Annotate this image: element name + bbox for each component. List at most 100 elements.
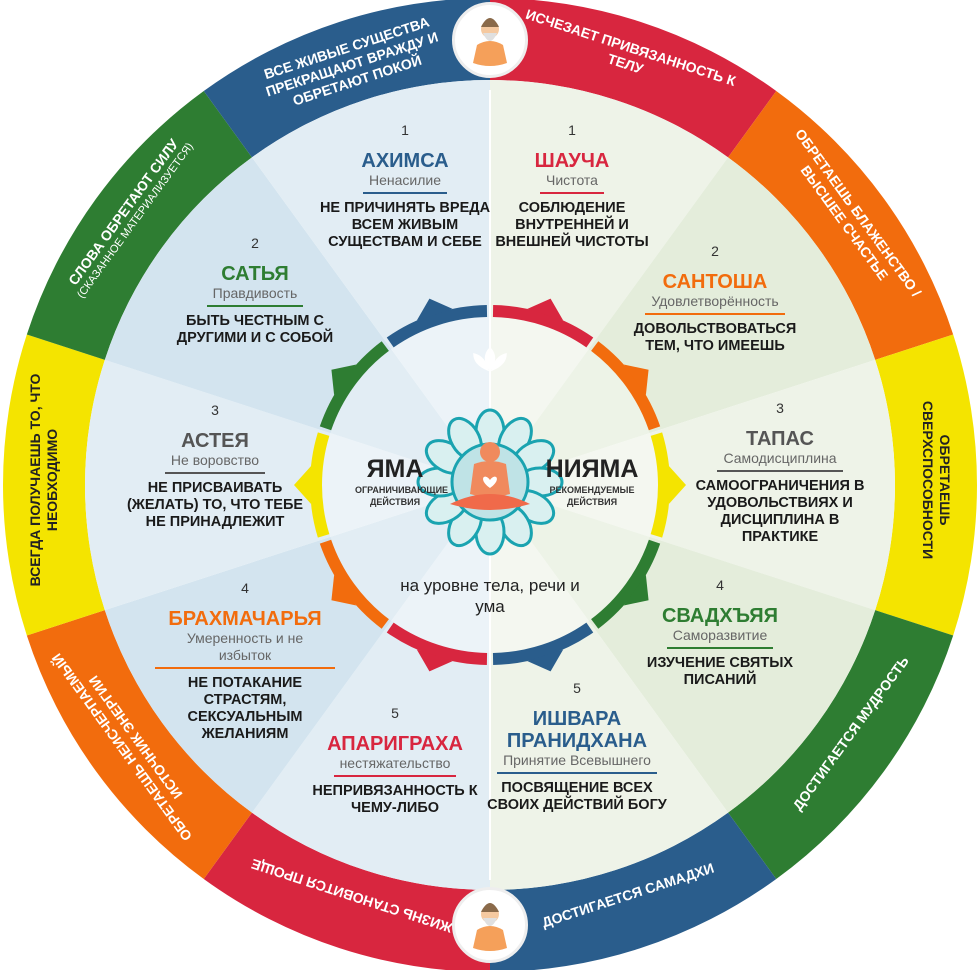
yama-item: 4 БРАХМАЧАРЬЯ Умеренность и не избыток Н… bbox=[155, 580, 335, 743]
item-title: АПАРИГРАХА bbox=[327, 733, 463, 755]
niyama-subtitle: рекомендуемые действия bbox=[549, 485, 635, 507]
item-number: 5 bbox=[573, 680, 581, 696]
ring-arrow bbox=[527, 649, 564, 672]
center-note: на уровне тела, речи и ума bbox=[400, 576, 580, 616]
ring-arrow bbox=[331, 364, 357, 395]
item-number: 4 bbox=[716, 577, 724, 593]
ring-arc bbox=[492, 305, 594, 348]
monk-avatar-top bbox=[452, 2, 528, 78]
item-description: Не причинять вреда всем живым существам … bbox=[319, 200, 491, 250]
item-title: СВАДХЪЯЯ bbox=[661, 605, 779, 627]
yama-subtitle: ограничивающие действия bbox=[355, 485, 449, 507]
ring-arrow bbox=[623, 364, 649, 395]
ring-arrow bbox=[669, 466, 686, 504]
item-number: 1 bbox=[401, 122, 409, 138]
inner-wedge bbox=[490, 485, 729, 890]
outer-segment bbox=[26, 91, 252, 360]
outer-segment bbox=[728, 610, 954, 879]
niyama-item: 2 САНТОША Удовлетворённость Довольствова… bbox=[625, 243, 805, 355]
inner-wedge bbox=[251, 485, 490, 890]
inner-wedge bbox=[84, 359, 490, 611]
item-number: 4 bbox=[241, 580, 249, 596]
item-number: 1 bbox=[568, 122, 576, 138]
item-number: 2 bbox=[251, 235, 259, 251]
item-subtitle: Умеренность и не избыток bbox=[155, 630, 335, 669]
inner-wedge bbox=[490, 80, 729, 485]
outer-segment bbox=[203, 0, 490, 158]
outer-segment bbox=[490, 812, 777, 970]
yama-item: 3 АСТЕЯ Не воровство Не присваивать (жел… bbox=[125, 402, 305, 531]
ring-arrow bbox=[331, 575, 357, 606]
item-description: Изучение святых писаний bbox=[646, 655, 794, 688]
inner-wedge bbox=[104, 485, 490, 813]
niyama-item: 3 ТАПАС Самодисциплина Самоограничения в… bbox=[690, 400, 870, 546]
ring-arc bbox=[386, 305, 488, 348]
monk-avatar-bottom bbox=[452, 887, 528, 963]
item-title: ТАПАС bbox=[746, 428, 814, 450]
item-title: АХИМСА bbox=[361, 150, 449, 172]
item-title: ИШВАРА ПРАНИДХАНА bbox=[506, 708, 648, 752]
ring-arrow bbox=[294, 466, 311, 504]
item-number: 2 bbox=[711, 243, 719, 259]
item-number: 3 bbox=[211, 402, 219, 418]
yama-item: 5 АПАРИГРАХА нестяжательство Непривязанн… bbox=[305, 705, 485, 817]
mandala-meditation-icon bbox=[416, 408, 564, 556]
item-description: Самоограничения в удовольствиях и дисцип… bbox=[695, 478, 865, 545]
inner-wedge bbox=[104, 157, 490, 485]
niyama-item: 4 СВАДХЪЯЯ Саморазвитие Изучение святых … bbox=[630, 577, 810, 689]
ring-arc bbox=[650, 432, 670, 538]
ring-arc bbox=[319, 341, 389, 431]
inner-wedge bbox=[251, 80, 490, 485]
yama-item: 2 САТЬЯ Правдивость Быть честным с други… bbox=[165, 235, 345, 347]
outer-ring-text: Обретаешь сверхспособности bbox=[920, 400, 953, 560]
outer-segment bbox=[26, 610, 252, 879]
ring-arc bbox=[591, 539, 661, 629]
inner-wedge bbox=[490, 157, 876, 485]
item-title: АСТЕЯ bbox=[181, 430, 249, 452]
item-number: 3 bbox=[776, 400, 784, 416]
outer-segment bbox=[2, 334, 105, 636]
ring-arc bbox=[492, 622, 594, 665]
item-subtitle: Ненасилие bbox=[362, 172, 447, 194]
ring-arrow bbox=[623, 575, 649, 606]
item-description: Довольствоваться тем, что имеешь bbox=[633, 321, 797, 354]
item-description: Соблюдение внутренней и внешней чистоты bbox=[495, 200, 649, 250]
item-number: 5 bbox=[391, 705, 399, 721]
outer-ring-text: Всегда получаешь то, что необходимо bbox=[27, 373, 60, 587]
item-description: Не присваивать (желать) то, что тебе не … bbox=[126, 480, 304, 530]
item-subtitle: Чистота bbox=[540, 172, 604, 194]
outer-segment bbox=[728, 91, 954, 360]
yama-item: 1 АХИМСА Ненасилие Не причинять вреда вс… bbox=[315, 122, 495, 251]
niyama-item: 5 ИШВАРА ПРАНИДХАНА Принятие Всевышнего … bbox=[487, 680, 667, 814]
ring-arc bbox=[310, 432, 330, 538]
ring-arc bbox=[591, 341, 661, 431]
ring-arc bbox=[319, 539, 389, 629]
yama-title: ЯМА bbox=[366, 455, 424, 483]
item-subtitle: нестяжательство bbox=[333, 755, 457, 777]
item-subtitle: Саморазвитие bbox=[666, 627, 774, 649]
item-description: Быть честным с другими и с собой bbox=[176, 313, 334, 346]
yama-heading: ЯМА ограничивающие действия bbox=[320, 455, 470, 508]
outer-segment bbox=[490, 0, 777, 158]
ring-arrow bbox=[416, 649, 453, 672]
item-description: Не потакание страстям, сексуальным желан… bbox=[187, 675, 303, 742]
item-title: САТЬЯ bbox=[221, 263, 289, 285]
item-subtitle: Удовлетворённость bbox=[645, 293, 785, 315]
item-title: САНТОША bbox=[662, 271, 768, 293]
item-subtitle: Самодисциплина bbox=[717, 450, 843, 472]
item-subtitle: Правдивость bbox=[206, 285, 304, 307]
ring-arrow bbox=[416, 298, 453, 321]
outer-segment bbox=[203, 812, 490, 970]
item-subtitle: Не воровство bbox=[164, 452, 266, 474]
ring-arrow bbox=[527, 298, 564, 321]
outer-ring-label: Всегда получаешь то, что необходимо bbox=[27, 365, 61, 595]
lotus-icon bbox=[473, 346, 507, 372]
niyama-item: 1 ШАУЧА Чистота Соблюдение внутренней и … bbox=[482, 122, 662, 251]
inner-wedge bbox=[490, 359, 896, 611]
item-description: Посвящение всех своих действий Богу bbox=[487, 780, 667, 813]
outer-segment bbox=[875, 334, 978, 636]
ring-arc bbox=[386, 622, 488, 665]
item-subtitle: Принятие Всевышнего bbox=[497, 752, 657, 774]
